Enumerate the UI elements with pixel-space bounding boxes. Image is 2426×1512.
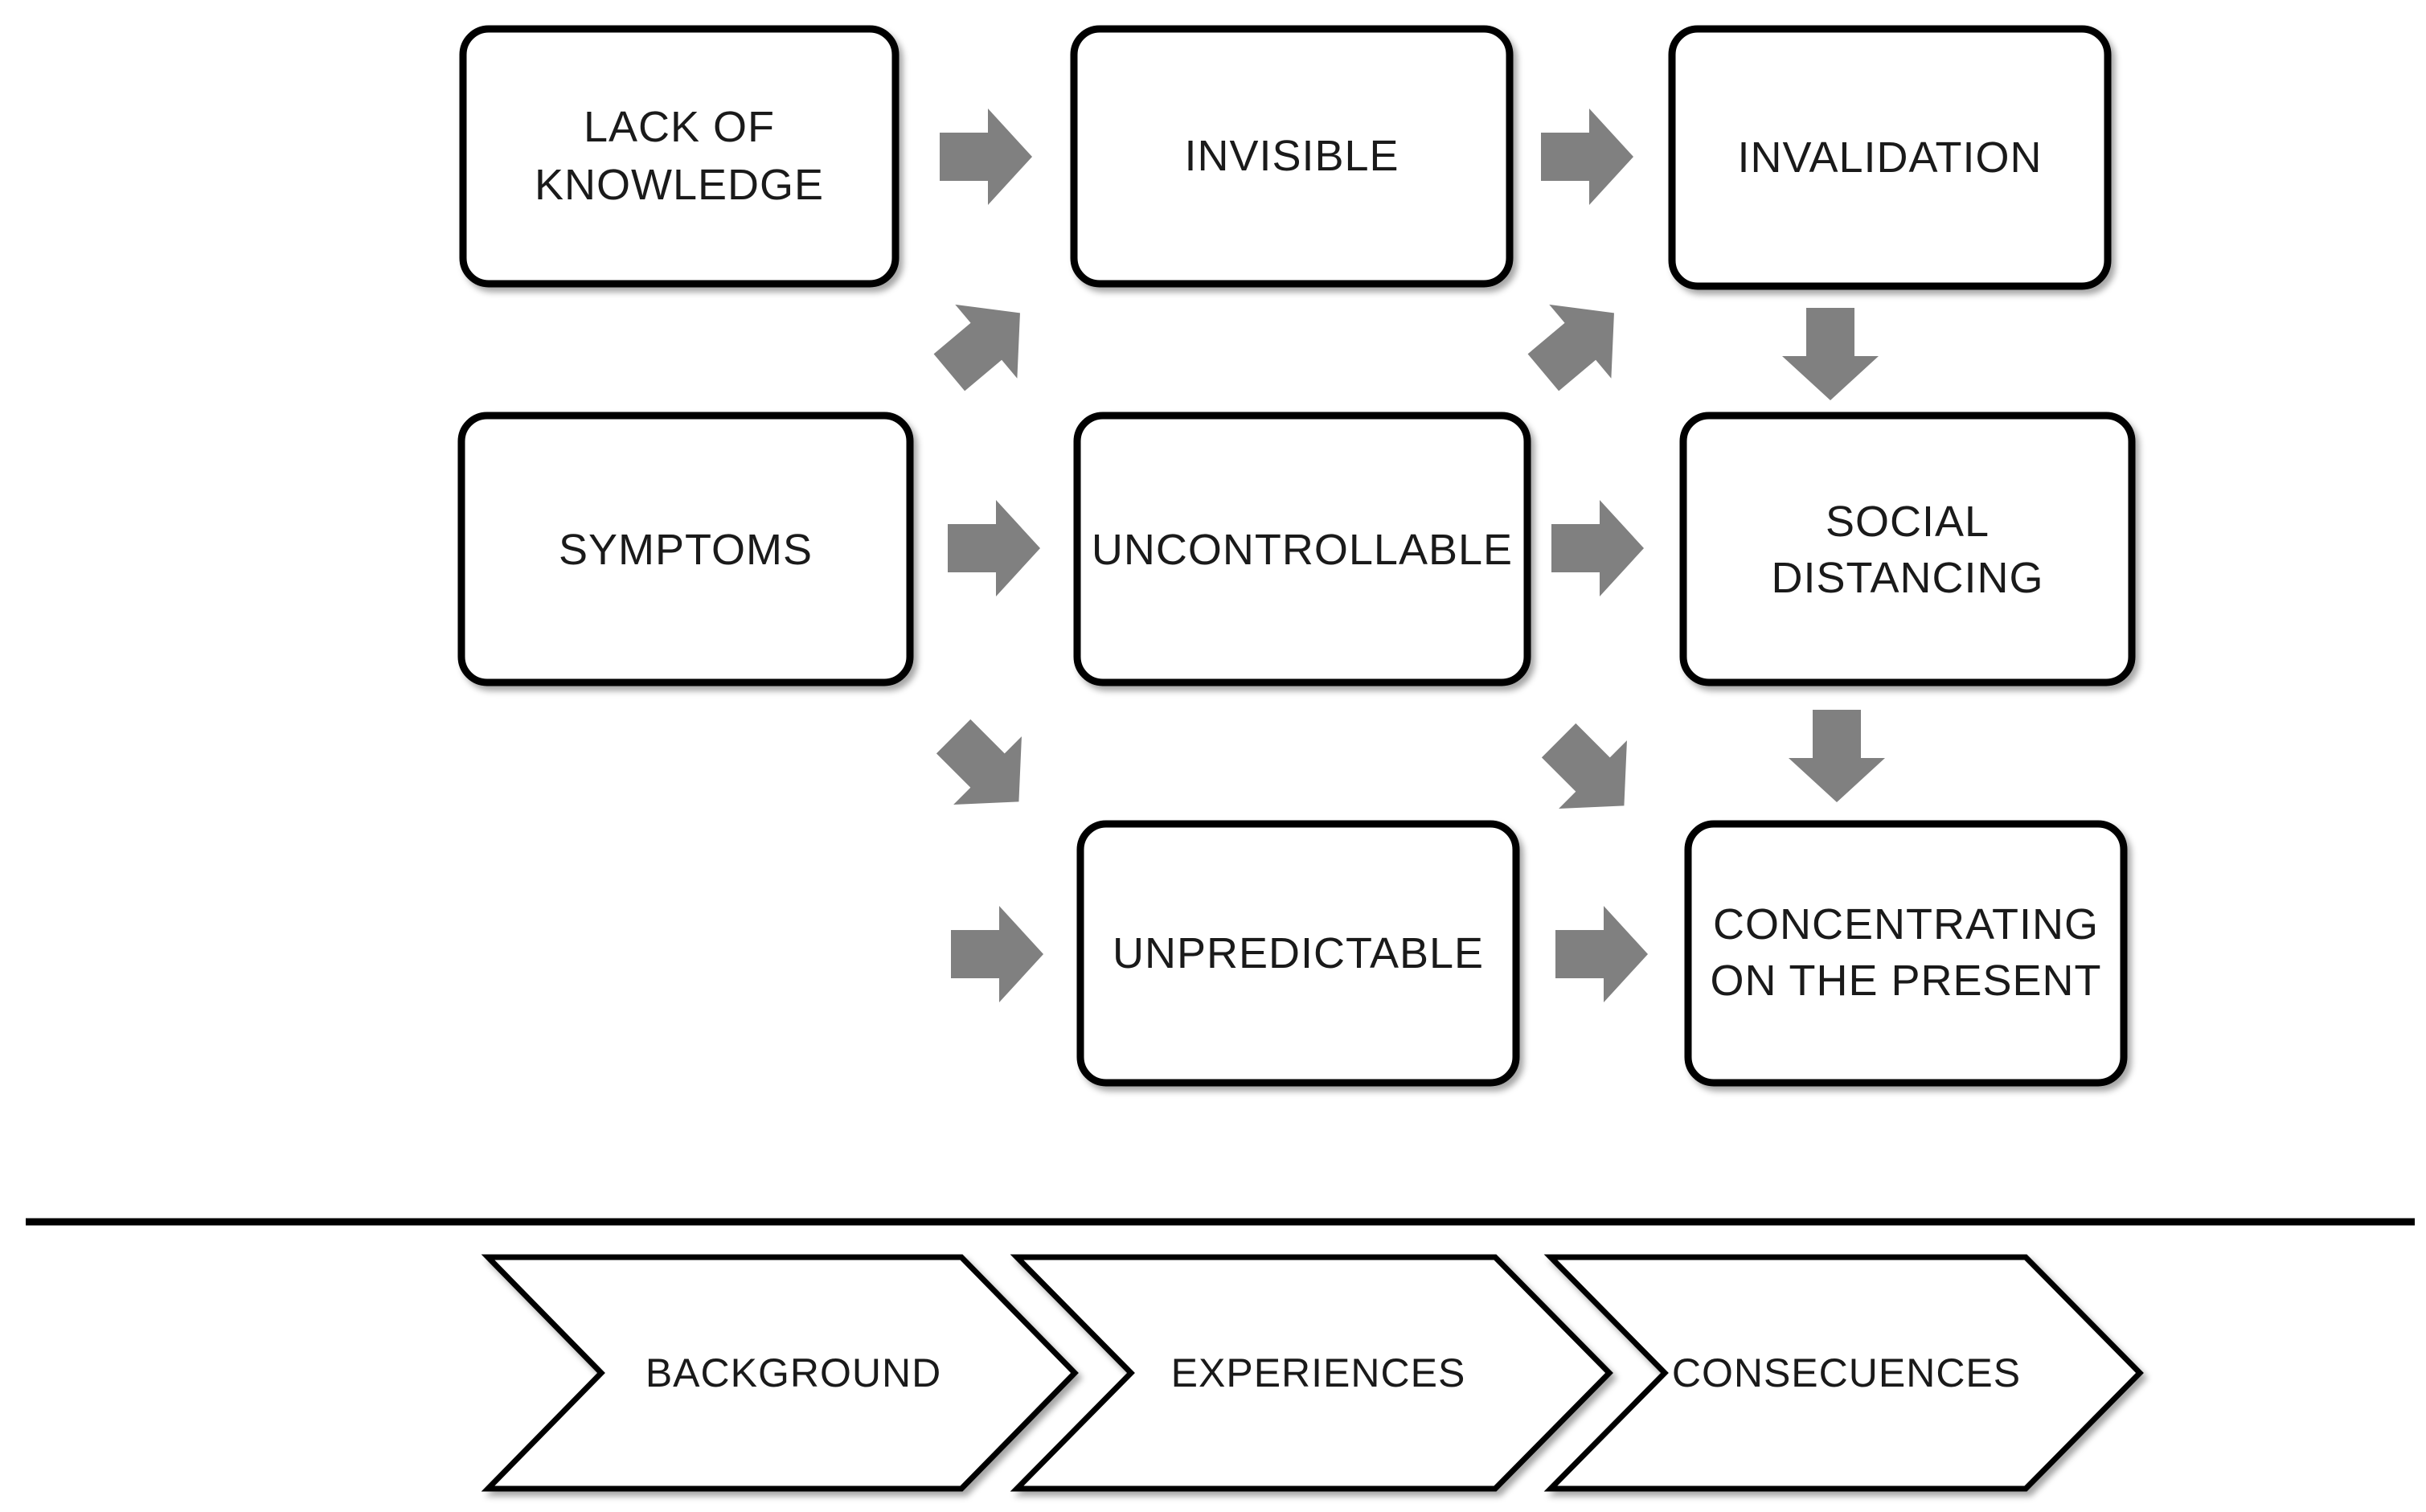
stage-label: EXPERIENCES <box>1171 1350 1466 1395</box>
node-lack-of-knowledge: LACK OF KNOWLEDGE <box>459 25 900 288</box>
node-social-distancing: SOCIAL DISTANCING <box>1679 412 2136 686</box>
node-invisible: INVISIBLE <box>1070 25 1514 288</box>
node-label-line: UNPREDICTABLE <box>1113 929 1484 977</box>
node-label-line: LACK OF <box>584 103 775 151</box>
stage-consecuences: CONSECUENCES <box>1543 1254 2144 1492</box>
node-concentrating-on-the-present: CONCENTRATING ON THE PRESENT <box>1684 820 2128 1087</box>
node-label-line: KNOWLEDGE <box>535 161 824 209</box>
node-label-line: ON THE PRESENT <box>1710 957 2101 1005</box>
node-symptoms: SYMPTOMS <box>457 412 914 686</box>
arrow-into-unpredictable <box>951 906 1043 1002</box>
arrow-symptoms-to-uncontrollable <box>948 500 1040 596</box>
arrow-symptoms-to-unpredictable <box>919 702 1053 836</box>
nodes-layer: LACK OF KNOWLEDGE INVISIBLE INVALIDATION… <box>457 25 2136 1087</box>
arrow-uncontrollable-to-social <box>1551 500 1644 596</box>
node-uncontrollable: UNCONTROLLABLE <box>1073 412 1531 686</box>
node-label-line: DISTANCING <box>1771 554 2043 602</box>
arrow-invalidation-to-social <box>1782 308 1879 400</box>
arrow-social-to-concentrating <box>1789 710 1885 802</box>
stage-label: CONSECUENCES <box>1672 1350 2021 1395</box>
arrow-invisible-to-invalidation <box>1541 109 1633 205</box>
node-label-line: UNCONTROLLABLE <box>1092 526 1513 574</box>
stage-experiences: EXPERIENCES <box>1010 1254 1613 1492</box>
node-label-line: INVISIBLE <box>1184 132 1399 180</box>
node-label-line: CONCENTRATING <box>1713 900 2099 949</box>
node-invalidation: INVALIDATION <box>1668 25 2112 290</box>
arrow-uncontrollable-to-concentrating <box>1524 706 1658 840</box>
arrow-knowledge-to-invisible <box>940 109 1032 205</box>
node-label-line: SYMPTOMS <box>559 526 813 574</box>
stage-label: BACKGROUND <box>645 1350 941 1395</box>
stage-chevrons: BACKGROUND EXPERIENCES CONSECUENCES <box>481 1254 2144 1492</box>
arrow-symptoms-to-invisible <box>918 276 1051 410</box>
node-unpredictable: UNPREDICTABLE <box>1076 820 1520 1087</box>
node-label-line: INVALIDATION <box>1737 133 2042 182</box>
arrow-unpredictable-to-concentrating <box>1555 906 1648 1002</box>
stage-background: BACKGROUND <box>481 1254 1079 1492</box>
arrow-uncontrollable-to-invalidation <box>1512 276 1645 410</box>
node-label-line: SOCIAL <box>1826 498 1990 546</box>
